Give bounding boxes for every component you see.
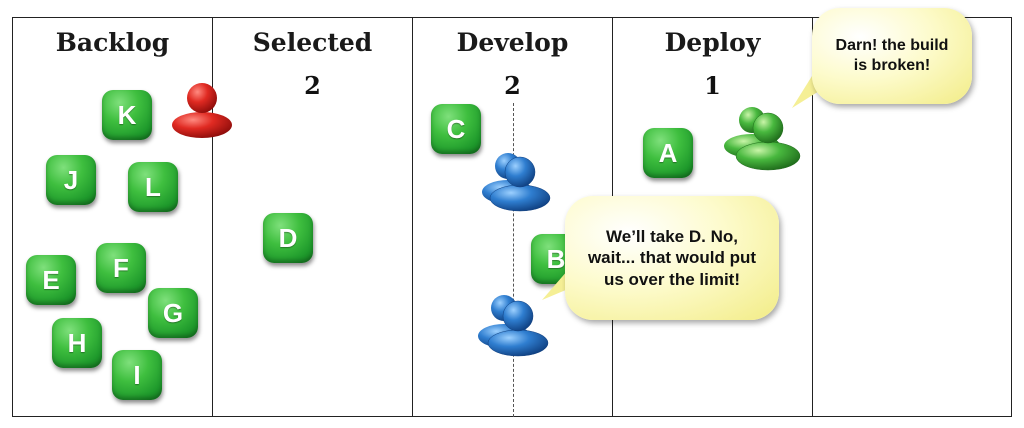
- card-label: E: [42, 264, 60, 295]
- card-label: B: [546, 243, 566, 274]
- card-g[interactable]: G: [148, 288, 198, 338]
- column-backlog: Backlog: [13, 18, 213, 416]
- column-deploy: Deploy 1: [613, 18, 813, 416]
- card-label: G: [162, 297, 184, 328]
- card-label: J: [63, 164, 79, 195]
- bubble-text-line: Darn! the build: [835, 37, 949, 54]
- blue-team-upper-icon: [482, 153, 551, 212]
- bubble-text-line: We’ll take D. No,: [606, 227, 738, 247]
- card-k[interactable]: K: [102, 90, 152, 140]
- card-label: I: [133, 359, 141, 390]
- column-selected: Selected 2: [213, 18, 413, 416]
- card-h[interactable]: H: [52, 318, 102, 368]
- card-label: A: [658, 137, 678, 168]
- card-label: D: [278, 222, 298, 253]
- card-i[interactable]: I: [112, 350, 162, 400]
- bubble-text-line: wait... that would put: [587, 248, 757, 268]
- column-title: Deploy: [664, 28, 761, 57]
- card-label: L: [145, 171, 161, 202]
- blue-team-lower-icon: [478, 295, 549, 357]
- wip-limit: 2: [304, 71, 321, 100]
- card-label: C: [446, 113, 466, 144]
- column-title: Selected: [252, 28, 373, 57]
- speech-bubble-wip-limit: We’ll take D. No, wait... that would put…: [565, 196, 779, 320]
- speech-bubble-broken-build: Darn! the build is broken!: [812, 8, 972, 104]
- column-title: Backlog: [55, 28, 170, 57]
- red-person-icon: [172, 83, 232, 138]
- card-label: K: [117, 99, 137, 130]
- green-team-icon: [724, 107, 801, 171]
- card-e[interactable]: E: [26, 255, 76, 305]
- wip-limit: 2: [504, 71, 521, 100]
- bubble-text-line: us over the limit!: [603, 269, 741, 289]
- card-f[interactable]: F: [96, 243, 146, 293]
- card-d[interactable]: D: [263, 213, 313, 263]
- card-a[interactable]: A: [643, 128, 693, 178]
- column-title: Develop: [456, 28, 569, 57]
- card-l[interactable]: L: [128, 162, 178, 212]
- develop-split-line: [513, 103, 514, 417]
- wip-limit: 1: [704, 71, 721, 100]
- card-j[interactable]: J: [46, 155, 96, 205]
- card-c[interactable]: C: [431, 104, 481, 154]
- card-label: F: [113, 252, 129, 283]
- bubble-text-line: is broken!: [853, 57, 931, 74]
- card-label: H: [67, 327, 87, 358]
